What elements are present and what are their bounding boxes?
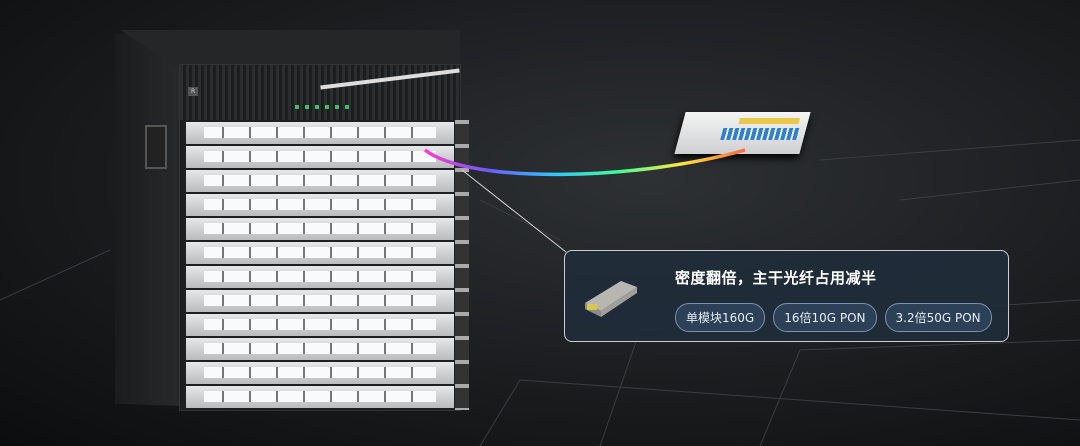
line-card	[186, 266, 454, 288]
line-card	[186, 314, 454, 336]
olt-chassis: R	[180, 65, 460, 410]
line-card	[186, 290, 454, 312]
callout-leader-line	[461, 169, 567, 253]
optical-module-icon	[585, 281, 637, 317]
line-card	[186, 218, 454, 240]
card-ejectors	[455, 120, 469, 410]
line-card	[186, 242, 454, 264]
line-card	[186, 146, 454, 168]
line-card	[186, 170, 454, 192]
chip-16x-10g-pon: 16倍10G PON	[773, 303, 877, 332]
chip-single-module-160g: 单模块160G	[675, 303, 766, 332]
brand-logo: R	[188, 87, 199, 96]
chip-3-2x-50g-pon: 3.2倍50G PON	[884, 303, 992, 332]
line-card-slots	[186, 122, 454, 410]
chassis-top	[120, 30, 460, 70]
feature-callout: 密度翻倍，主干光纤占用减半 单模块160G 16倍10G PON 3.2倍50G…	[564, 250, 1009, 342]
callout-title: 密度翻倍，主干光纤占用减半	[675, 269, 877, 287]
chassis-handle	[145, 125, 167, 169]
line-card	[186, 122, 454, 144]
line-card	[186, 194, 454, 216]
line-card	[186, 386, 454, 408]
status-leds	[295, 105, 349, 109]
line-card	[186, 362, 454, 384]
rainbow-fiber	[423, 148, 746, 177]
line-card	[186, 338, 454, 360]
